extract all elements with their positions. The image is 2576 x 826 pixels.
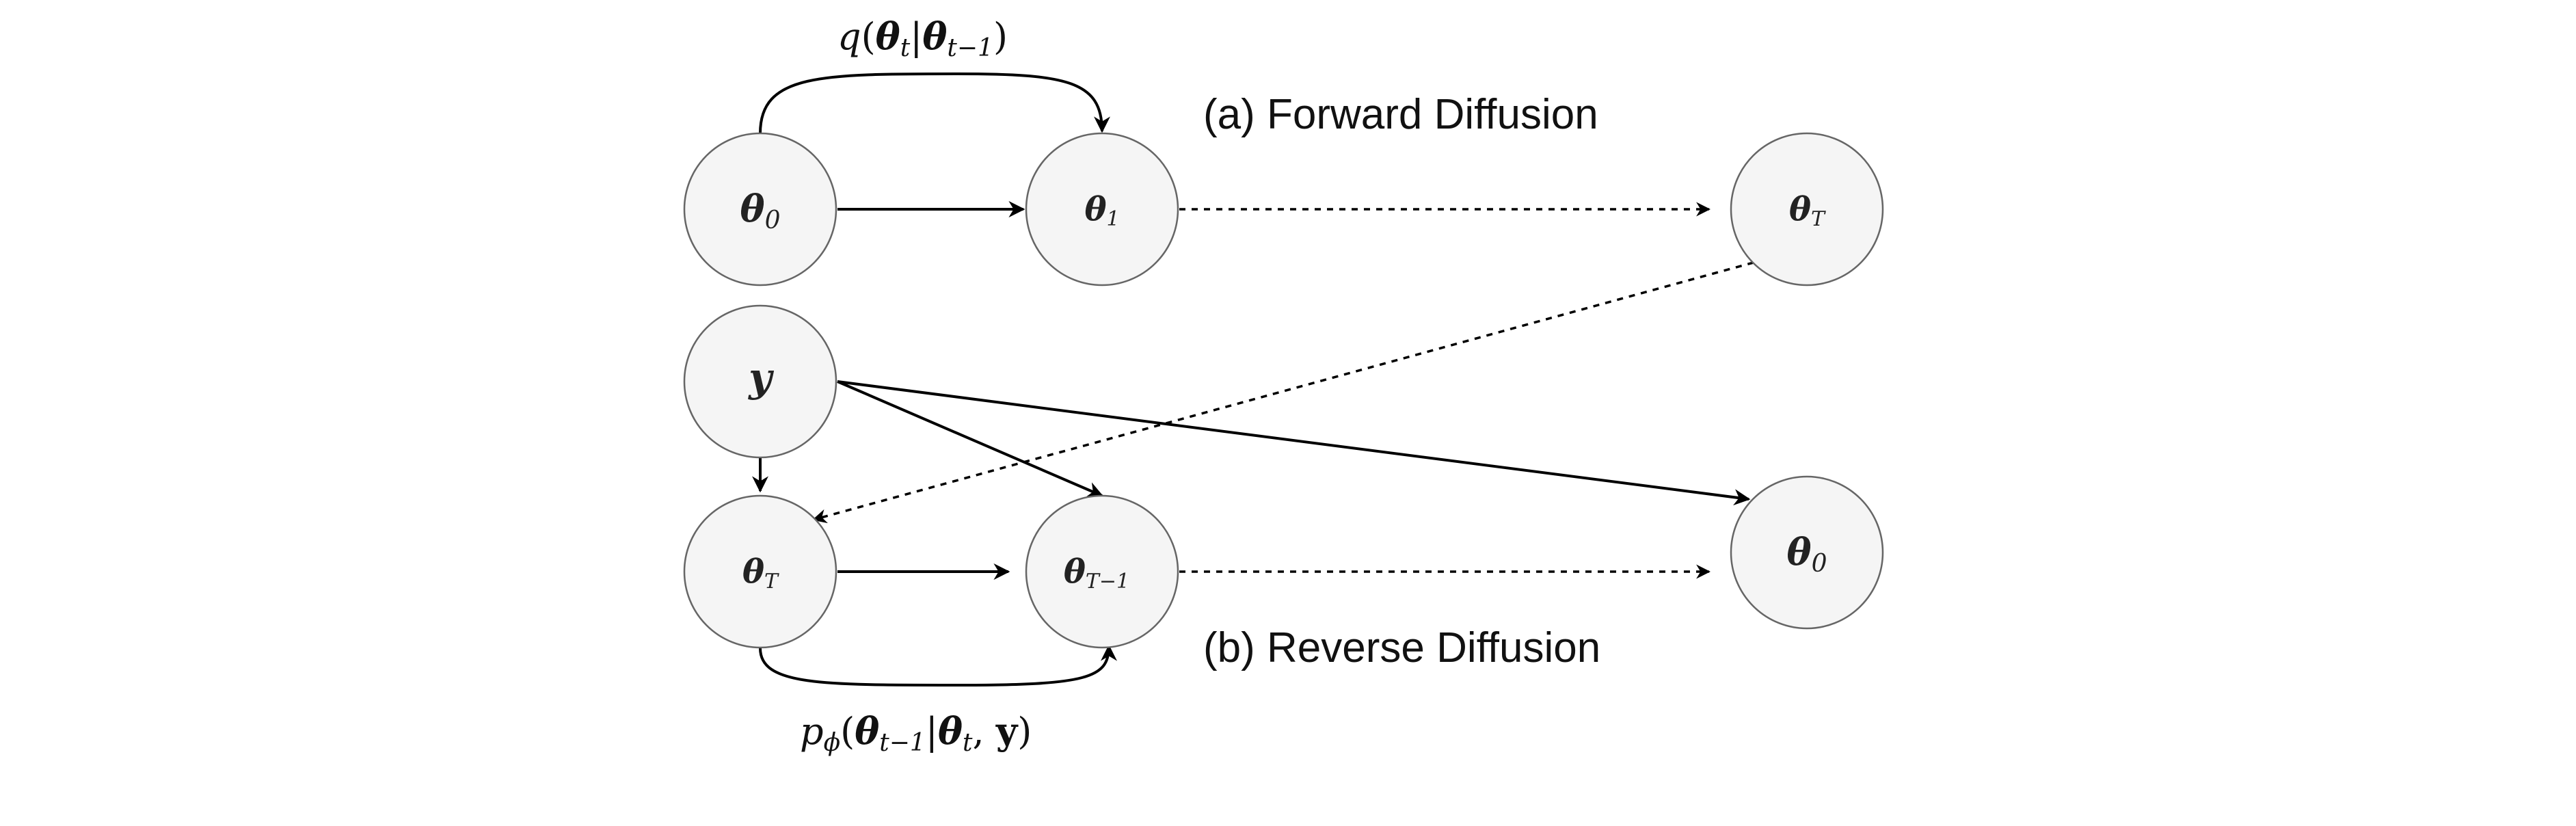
formula-subscript: t−1 <box>879 729 926 757</box>
svg-text:θT: θT <box>742 552 779 594</box>
edge-fwd-kernel-arc <box>759 72 1110 134</box>
svg-text:θT: θT <box>1789 190 1826 231</box>
formula-var: θ <box>876 14 900 58</box>
formula-var: θ <box>855 709 879 753</box>
node-rev-theta-T: θT <box>683 494 837 649</box>
node-symbol: θ <box>742 552 764 591</box>
node-symbol: θ <box>740 187 765 230</box>
formula-fn: p <box>800 710 824 753</box>
svg-text:θT−1: θT−1 <box>1064 552 1129 594</box>
edge-fwd-thetaT-to-rev-thetaT <box>811 261 1754 524</box>
svg-text:y: y <box>747 354 775 401</box>
edge-rev-kernel-arc <box>759 644 1117 687</box>
node-fwd-theta-T: θT <box>1730 132 1884 287</box>
formula-reverse-kernel: pϕ(θt−1|θt, y) <box>800 709 1032 757</box>
node-rev-theta-T-minus-1: θT−1 <box>1025 494 1179 649</box>
formula-close-paren: ) <box>1017 710 1032 753</box>
formula-forward-kernel: q(θt|θt−1) <box>837 14 1008 62</box>
node-subscript: T−1 <box>1086 570 1129 594</box>
svg-text:θ1: θ1 <box>1084 190 1119 231</box>
node-subscript: 0 <box>765 206 781 235</box>
formula-subscript: t−1 <box>947 34 993 62</box>
node-rev-theta-0: θ0 <box>1730 475 1884 630</box>
node-subscript: T <box>1811 207 1826 231</box>
formula-subscript: t <box>900 34 911 62</box>
formula-var: θ <box>922 14 947 58</box>
node-symbol: y <box>747 354 775 401</box>
formula-var: θ <box>938 709 963 753</box>
caption-forward-diffusion: (a) Forward Diffusion <box>1203 91 1598 138</box>
formula-comma: , <box>972 710 995 753</box>
node-fwd-theta-1: θ1 <box>1025 132 1179 287</box>
formula-var: y <box>995 709 1019 753</box>
svg-text:θ0: θ0 <box>1787 530 1827 578</box>
node-fwd-theta-0: θ0 <box>683 132 837 287</box>
node-symbol: θ <box>1064 552 1086 591</box>
formula-open-paren: ( <box>840 710 855 753</box>
formula-fn: q <box>837 15 861 58</box>
formula-bar: | <box>926 710 938 753</box>
formula-close-paren: ) <box>993 15 1008 58</box>
edge-y-to-rev-thetaT-minus-1 <box>837 380 1104 498</box>
formula-bar: | <box>910 15 922 58</box>
node-subscript: T <box>764 570 779 594</box>
caption-reverse-diffusion: (b) Reverse Diffusion <box>1203 624 1600 671</box>
node-subscript: 0 <box>1812 550 1827 578</box>
node-subscript: 1 <box>1106 207 1119 231</box>
formula-open-paren: ( <box>861 15 876 58</box>
edge-y-to-rev-theta0 <box>837 380 1751 506</box>
node-symbol: θ <box>1787 530 1812 574</box>
formula-subscript: ϕ <box>824 729 841 757</box>
node-symbol: θ <box>1789 190 1811 228</box>
node-y: y <box>683 304 837 459</box>
formula-subscript: t <box>963 729 973 757</box>
svg-text:θ0: θ0 <box>740 187 781 235</box>
node-symbol: θ <box>1084 190 1106 228</box>
